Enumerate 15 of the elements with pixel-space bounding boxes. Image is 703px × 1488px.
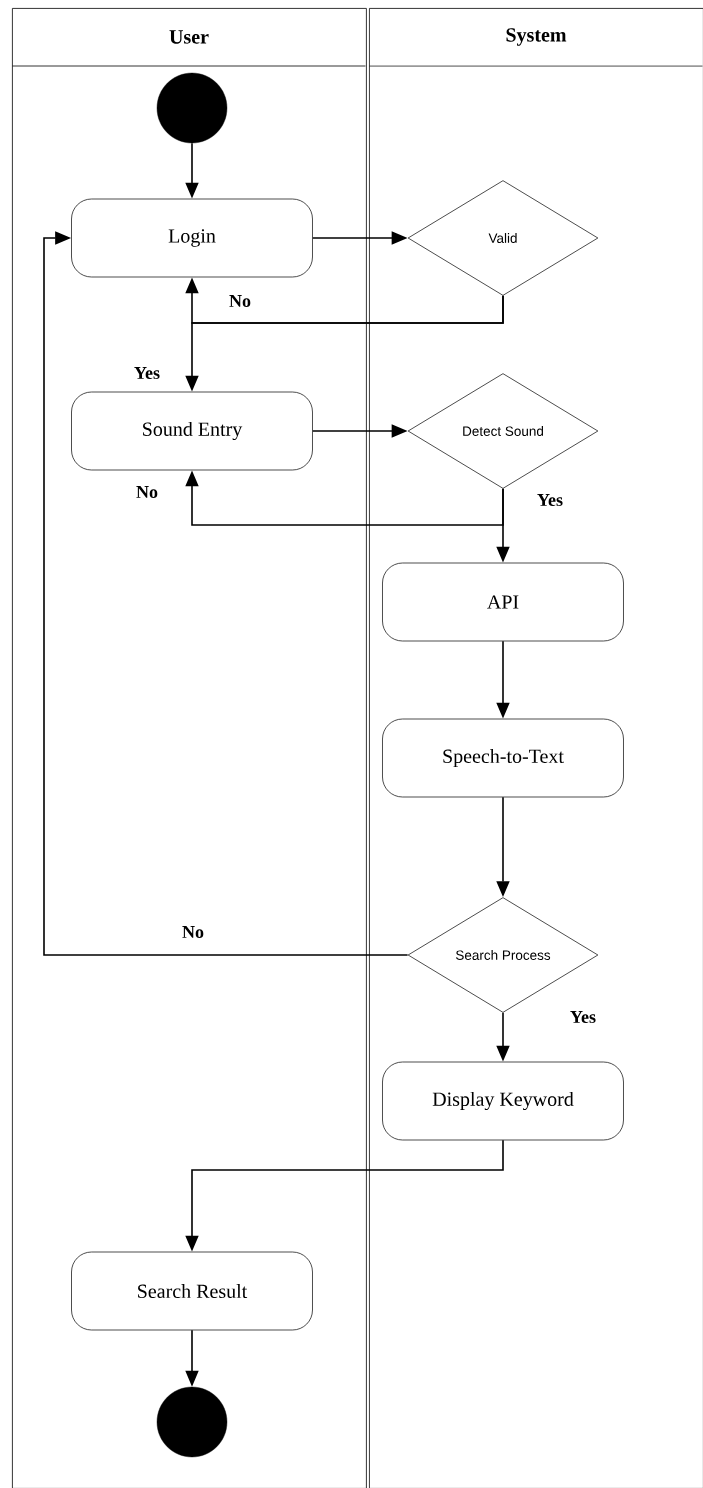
edge-label: No	[135, 485, 159, 499]
edge-label: Yes	[569, 1010, 597, 1024]
activity-box: Sound Entry	[71, 391, 313, 471]
solid-circle	[156, 1386, 228, 1458]
activity-box: Login	[71, 198, 313, 278]
edge-label: No	[228, 294, 252, 308]
activity-box: Search Result	[71, 1251, 313, 1331]
edge-label: Yes	[536, 493, 564, 507]
solid-circle	[156, 72, 228, 144]
edge-label: No	[181, 925, 205, 939]
edge-label: Yes	[133, 366, 161, 380]
activity-box: Display Keyword	[382, 1061, 624, 1141]
activity-box: Speech-to-Text	[382, 718, 624, 798]
arrow	[43, 231, 409, 956]
activity-box: API	[382, 562, 624, 642]
